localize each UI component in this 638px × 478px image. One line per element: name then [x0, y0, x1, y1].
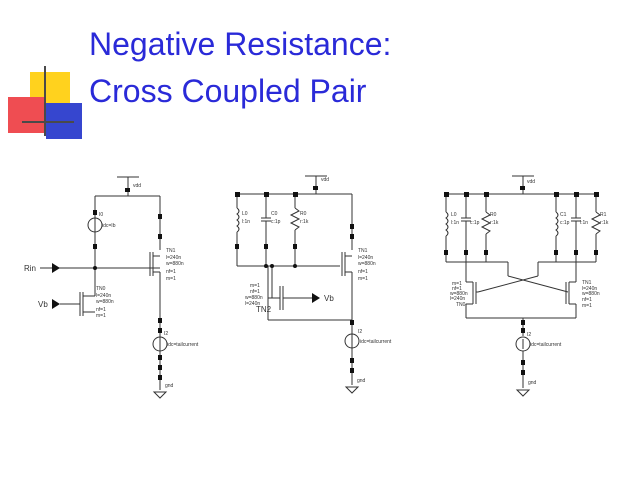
- c3-r0-name: R0: [490, 212, 497, 218]
- c2-vdd-label: vdd: [321, 177, 329, 183]
- c1-nmos2-name: TN0: [96, 286, 106, 292]
- c2-nmos-m: m=1: [358, 276, 368, 282]
- c3-mright-l: l=240n: [582, 286, 597, 292]
- c3-r1-value: r:1k: [600, 220, 609, 226]
- c1-isrc-name: I2: [164, 331, 168, 337]
- c3-mleft-nf: nf=1: [452, 286, 462, 292]
- c2-nmos-name: TN1: [358, 248, 368, 254]
- c1-nmos-name: TN1: [166, 248, 176, 254]
- c1-nmos-w: w=880n: [166, 261, 184, 267]
- c2-isrc-name: I2: [358, 329, 362, 335]
- decorative-vertical-line: [44, 66, 46, 136]
- c3-c0-value: c:1p: [470, 220, 480, 226]
- c3-c1-name: C1: [560, 212, 567, 218]
- c1-nmos2-l: l=240n: [96, 293, 111, 299]
- c2-vb-pin: Vb: [324, 294, 334, 303]
- c1-nmos2-nf: nf=1: [96, 307, 106, 313]
- c3-l0-name: L0: [451, 212, 457, 218]
- c3-mright-w: w=880n: [582, 291, 600, 297]
- c3-mright-m: m=1: [582, 303, 592, 309]
- c2-nmos2-w: w=880n: [245, 295, 263, 301]
- c1-nmos2-w: w=880n: [96, 299, 114, 305]
- c3-r0-value: r:1k: [490, 220, 499, 226]
- c2-l-value: l:1n: [242, 219, 250, 225]
- c1-isrc-value: idc=tailcurrent: [167, 342, 199, 348]
- c1-nmos-m: m=1: [166, 276, 176, 282]
- c2-nmos2-nf: nf=1: [250, 289, 260, 295]
- c3-c1-value: c:1p: [560, 220, 570, 226]
- c2-r-name: R0: [300, 211, 307, 217]
- c1-gnd-label: gnd: [165, 383, 174, 389]
- c1-vb-pin: Vb: [38, 300, 48, 309]
- c3-l1-value: l:1n: [580, 220, 588, 226]
- c3-isrc-name: I2: [527, 332, 531, 338]
- c1-nmos2-m: m=1: [96, 313, 106, 319]
- c3-mright-nf: nf=1: [582, 297, 592, 303]
- c2-nmos-w: w=880n: [358, 261, 376, 267]
- slide-title-line-2: Cross Coupled Pair: [89, 73, 367, 109]
- c3-l0-value: l:1n: [451, 220, 459, 226]
- c2-nmos-l: l=240n: [358, 255, 373, 261]
- c3-mleft-w: w=880n: [450, 291, 468, 297]
- c3-isrc-value: idc=tailcurrent: [530, 342, 562, 348]
- c3-mleft-m: m=1: [452, 281, 462, 287]
- decorative-red-square: [8, 97, 44, 133]
- c2-c-value: c:1p: [271, 219, 281, 225]
- c2-nmos-nf: nf=1: [358, 269, 368, 275]
- c3-gnd-label: gnd: [528, 380, 537, 386]
- slide-title-line-1: Negative Resistance:: [89, 26, 392, 62]
- c3-mleft-l: l=240n: [450, 296, 465, 302]
- c2-c-name: C0: [271, 211, 278, 217]
- c3-vdd-label: vdd: [527, 179, 535, 185]
- c1-nmos-l: l=240n: [166, 255, 181, 261]
- circuit-3: [445, 175, 602, 397]
- c2-isrc-value: idc=tailcurrent: [360, 339, 392, 345]
- circuit-2: [236, 175, 360, 394]
- c3-mleft-name: TN0: [456, 302, 466, 308]
- c2-gnd-label: gnd: [357, 378, 366, 384]
- c2-nmos2-name: TN2: [256, 305, 272, 314]
- c1-rin-pin: Rin: [24, 264, 36, 273]
- c3-mright-name: TN1: [582, 280, 592, 286]
- c2-nmos2-l: l=240n: [245, 301, 260, 307]
- c2-l-name: L0: [242, 211, 248, 217]
- decorative-horizontal-line: [22, 121, 74, 123]
- c2-nmos2-m: m=1: [250, 283, 260, 289]
- c1-nmos-nf: nf=1: [166, 269, 176, 275]
- c3-r1-name: R1: [600, 212, 607, 218]
- c1-vdd-label: vdd: [133, 183, 141, 189]
- c1-src-name: I0: [99, 212, 103, 218]
- c1-src-value: idc=Ib: [102, 223, 116, 229]
- c2-r-value: r:1k: [300, 219, 309, 225]
